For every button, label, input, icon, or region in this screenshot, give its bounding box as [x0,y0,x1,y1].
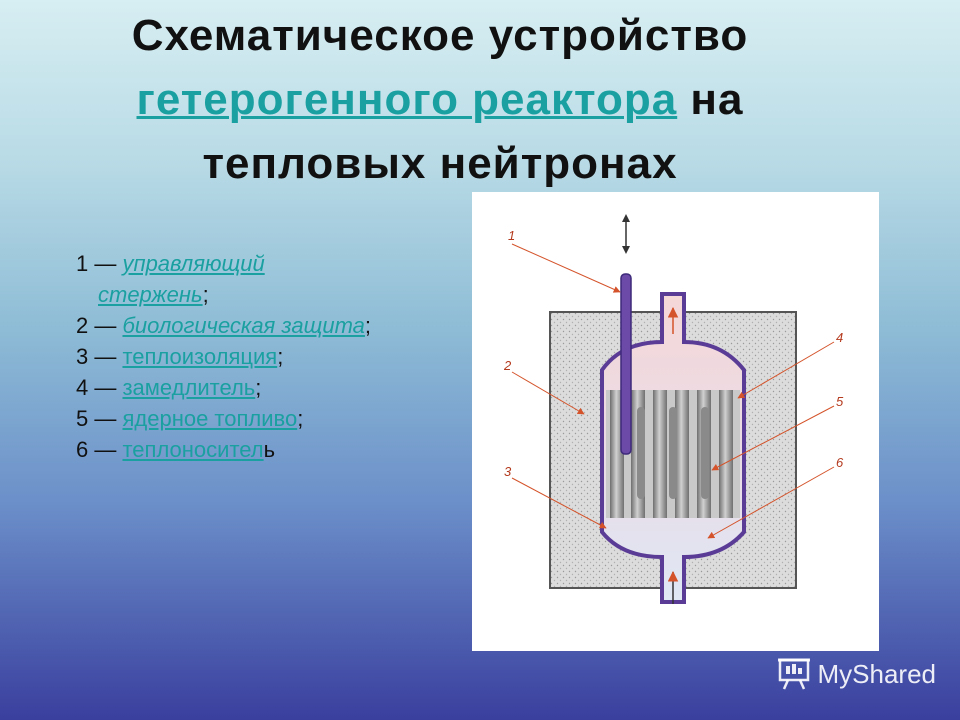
legend-number: 1 — [76,251,123,276]
legend-suffix: ь [263,437,276,462]
fuel-channels [610,390,733,518]
legend-link-thermal-insulation[interactable]: теплоизоляция [122,344,278,369]
legend-suffix: ; [277,344,284,369]
legend-item: 1 — управляющий стержень; [76,248,376,310]
legend-link-coolant[interactable]: теплоносител [122,437,264,462]
diagram-label-1: 1 [508,228,515,243]
legend-item: 6 — теплоноситель [76,434,376,465]
legend-link-control-rod[interactable]: управляющий стержень [98,251,265,307]
diagram-label-3: 3 [504,464,512,479]
legend-suffix: ; [364,313,372,338]
legend-item: 2 — биологическая защита; [76,310,376,341]
legend-list: 1 — управляющий стержень; 2 — биологичес… [76,248,376,465]
title-link-heterogeneous-reactor[interactable]: гетерогенного реактора [136,75,678,124]
legend-suffix: ; [297,406,304,431]
legend-suffix: ; [202,282,209,307]
diagram-label-6: 6 [836,455,844,470]
legend-item: 4 — замедлитель; [76,372,376,403]
page-title: Схематическое устройство гетерогенного р… [40,4,840,196]
legend-item: 5 — ядерное топливо; [76,403,376,434]
watermark: MyShared [776,656,937,692]
diagram-label-5: 5 [836,394,844,409]
legend-number: 4 — [76,375,123,400]
presentation-board-icon [777,658,810,690]
title-line-3: тепловых нейтронах [202,139,678,188]
legend-number: 2 — [76,313,123,338]
legend-link-biological-shield[interactable]: биологическая защита [122,313,365,338]
diagram-label-4: 4 [836,330,843,345]
reactor-diagram-svg: 1 2 3 4 5 6 [503,214,844,604]
watermark-text: MyShared [817,658,937,689]
legend-number: 6 — [76,437,123,462]
title-link-suffix: на [677,75,744,124]
legend-number: 3 — [76,344,123,369]
control-rod [620,273,632,455]
legend-link-moderator[interactable]: замедлитель [122,375,256,400]
reactor-diagram: 1 2 3 4 5 6 [472,192,879,651]
legend-link-nuclear-fuel[interactable]: ядерное топливо [122,406,298,431]
title-line-1: Схематическое устройство [131,11,749,60]
diagram-label-2: 2 [503,358,512,373]
callout-lines [511,243,835,539]
legend-number: 5 — [76,406,123,431]
legend-item: 3 — теплоизоляция; [76,341,376,372]
legend-suffix: ; [255,375,262,400]
